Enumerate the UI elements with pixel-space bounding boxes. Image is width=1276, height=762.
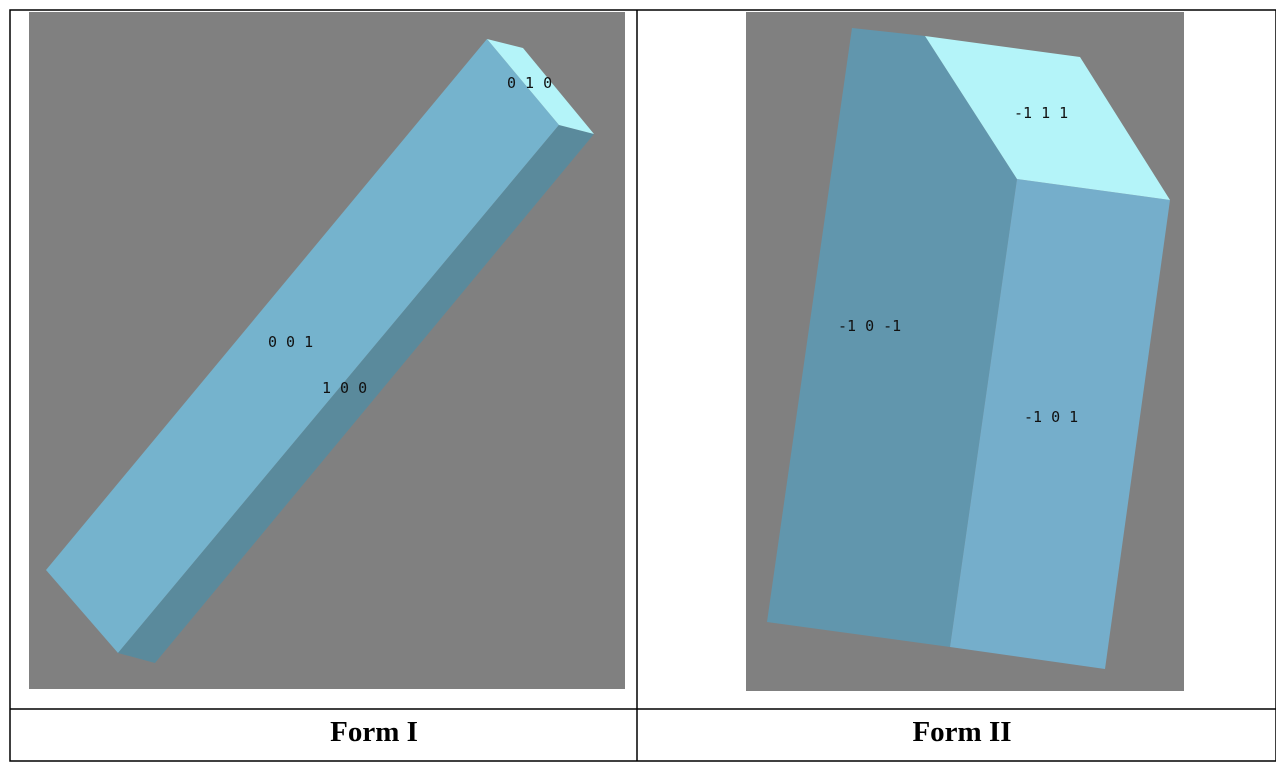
form-2-face-top: [925, 36, 1170, 200]
form-2-face-left-dark: [767, 28, 1017, 647]
form-2-label-right: -1 0 1: [1024, 408, 1078, 426]
form-1-label-front: 0 0 1: [268, 333, 313, 351]
form-1-face-top-010: [487, 39, 594, 134]
form-1-label-top: 0 1 0: [507, 74, 552, 92]
form-1-label-side: 1 0 0: [322, 379, 367, 397]
form-1-face-side-100: [118, 125, 594, 663]
table-outer-border: [9, 9, 1276, 762]
form-2-face-right: [950, 179, 1170, 669]
form-1-crystal-render: 0 1 0 0 0 1 1 0 0: [29, 12, 625, 689]
form-2-label-top: -1 1 1: [1014, 104, 1068, 122]
form-2-label-left: -1 0 -1: [838, 317, 901, 335]
form-2-caption: Form II: [912, 716, 1011, 748]
table-grid: [9, 9, 1276, 762]
form-2-crystal-render: -1 1 1 -1 0 -1 -1 0 1: [746, 12, 1184, 691]
form-1-face-front-001: [46, 39, 559, 653]
form-1-caption: Form I: [330, 716, 418, 748]
